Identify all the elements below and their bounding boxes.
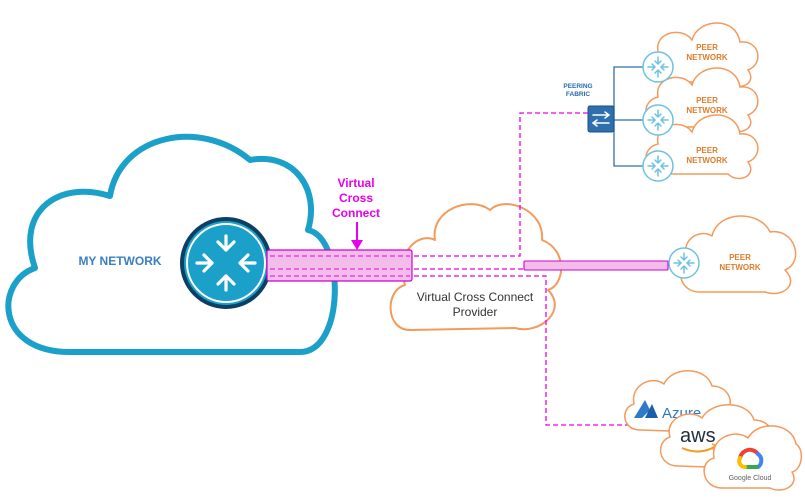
my-network-label: MY NETWORK (78, 254, 161, 268)
google-cloud-cloud (703, 425, 803, 491)
peering-fabric-links (613, 66, 643, 167)
provider-cloud (389, 203, 563, 331)
vcc-label-line3: Connect (332, 206, 380, 220)
peering-fabric-label-line2: FABRIC (566, 91, 591, 98)
peer-label-2-line2: NETWORK (686, 106, 728, 115)
vcc-label-line2: Cross (339, 191, 373, 205)
peer-router-icon-3 (642, 150, 674, 182)
google-cloud-logo: Google Cloud (729, 447, 772, 482)
peer-label-2-line1: PEER (696, 96, 718, 105)
peer-connect-tube (523, 260, 669, 271)
switch-icon (587, 105, 615, 133)
my-network-cloud (5, 133, 338, 355)
aws-logo-text: aws (680, 425, 716, 447)
peer-label-4-line2: NETWORK (719, 263, 761, 272)
provider-label-line2: Provider (453, 305, 498, 319)
peer-label-4-line1: PEER (729, 253, 751, 262)
peer-label-1-line1: PEER (696, 43, 718, 52)
virtual-cross-connect-tube (266, 249, 413, 282)
peer-label-1-line2: NETWORK (686, 53, 728, 62)
peer-router-icon-1 (642, 51, 674, 83)
tube-inner-paths (270, 255, 410, 277)
vcc-arrow (351, 222, 363, 250)
provider-label-line1: Virtual Cross Connect (417, 290, 534, 304)
peer-label-3-line2: NETWORK (686, 156, 728, 165)
router-icon (180, 217, 272, 309)
peer-router-icon-2 (642, 104, 674, 136)
peer-router-icon-4 (668, 247, 700, 279)
vcc-label-line1: Virtual (337, 176, 374, 190)
peer-label-3-line1: PEER (696, 146, 718, 155)
peering-fabric-label-line1: PEERING (563, 83, 592, 90)
google-cloud-logo-text: Google Cloud (729, 475, 772, 482)
